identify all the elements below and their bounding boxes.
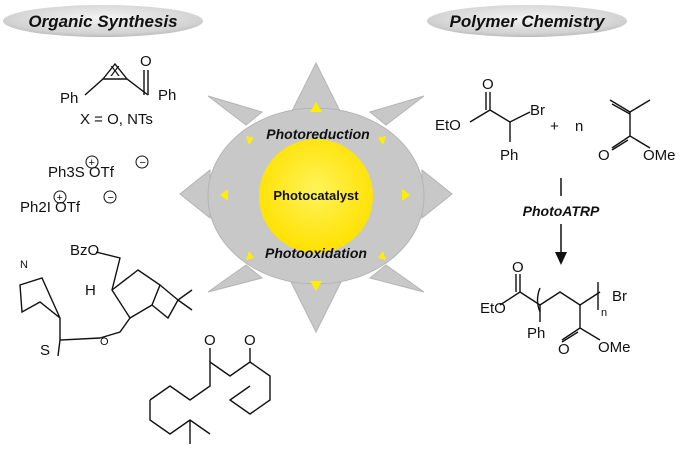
sugar-bzo: BzO <box>70 242 99 259</box>
accent-triangles <box>220 102 410 291</box>
sulfonium-formula: Ph3S OTf <box>48 164 115 181</box>
product-ph: Ph <box>527 325 545 342</box>
svg-text:O: O <box>512 259 524 276</box>
svg-text:+: + <box>89 157 95 169</box>
diketone-structure: O O <box>149 332 271 444</box>
ketone-o1: O <box>204 332 216 349</box>
ray-bottom-right <box>368 264 425 293</box>
epoxide-ph1: Ph <box>60 90 78 107</box>
product-n: n <box>601 307 607 319</box>
plus-sign: + <box>550 118 559 135</box>
reaction-arrow: PhotoATRP <box>523 178 600 265</box>
svg-text:O: O <box>100 336 109 348</box>
mma-monomer: O OMe <box>598 99 676 164</box>
photooxidation-label: Photooxidation <box>265 245 367 261</box>
product-eto: EtO <box>480 300 506 317</box>
sun-core <box>259 139 373 253</box>
sugar-xanthate: BzO H S O N <box>19 242 193 359</box>
photocatalyst-label: Photocatalyst <box>273 188 359 203</box>
epoxide-structure: X Ph Ph O X = O, NTs <box>60 53 176 128</box>
ray-right <box>421 168 453 220</box>
sulfonium-salt: Ph3S OTf + − <box>48 155 149 181</box>
svg-text:N: N <box>20 259 28 271</box>
left-header-label: Organic Synthesis <box>28 12 177 31</box>
epoxide-caption: X = O, NTs <box>80 111 153 128</box>
photoatrp-label: PhotoATRP <box>523 203 600 219</box>
iodonium-formula: Ph2I OTf <box>20 199 81 216</box>
svg-text:O: O <box>598 147 610 164</box>
right-header-label: Polymer Chemistry <box>450 12 606 31</box>
ray-left <box>179 168 211 220</box>
svg-text:−: − <box>108 192 114 204</box>
reagent-o: O <box>482 76 494 93</box>
monomer-ome: OMe <box>643 147 676 164</box>
svg-text:O: O <box>558 341 570 358</box>
iodonium-salt: Ph2I OTf + − <box>20 190 117 216</box>
sugar-h: H <box>85 282 96 299</box>
ray-top-right <box>368 95 425 126</box>
svg-text:−: − <box>140 157 146 169</box>
svg-text:+: + <box>57 192 63 204</box>
reagent-ph: Ph <box>500 147 518 164</box>
epoxide-x: X <box>110 63 120 80</box>
left-header: Organic Synthesis <box>3 5 203 37</box>
reagent-br: Br <box>530 102 545 119</box>
right-header: Polymer Chemistry <box>427 5 627 37</box>
sugar-s: S <box>40 342 50 359</box>
ray-top-left <box>207 95 264 126</box>
polymer-product: EtO O Br Ph n O OMe <box>480 259 631 358</box>
monomer-n: n <box>575 118 583 135</box>
photoreduction-label: Photoreduction <box>266 126 369 142</box>
epoxide-o: O <box>140 53 152 70</box>
product-br: Br <box>612 288 627 305</box>
reagent-eto: EtO <box>435 117 461 134</box>
ray-bottom-left <box>207 264 264 293</box>
bromo-ester: EtO O Br Ph <box>435 76 545 164</box>
epoxide-ph2: Ph <box>158 87 176 104</box>
ketone-o2: O <box>244 332 256 349</box>
product-ome: OMe <box>598 339 631 356</box>
sun-diagram: Photocatalyst Photoreduction Photooxidat… <box>179 61 453 334</box>
